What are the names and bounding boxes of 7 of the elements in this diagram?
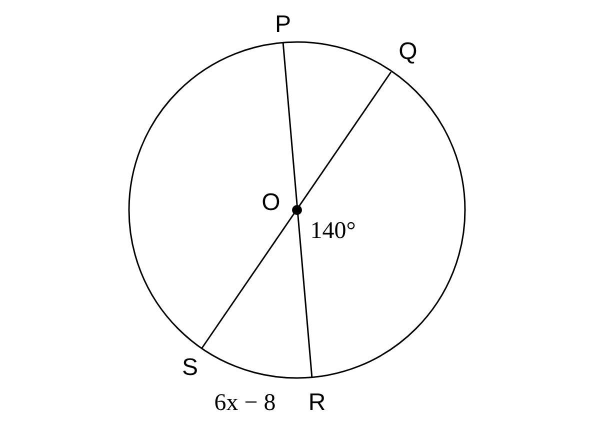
point-label: P bbox=[275, 13, 291, 37]
arc-label: 6x − 8 bbox=[214, 391, 276, 415]
point-label: S bbox=[182, 356, 198, 380]
point-label: R bbox=[308, 391, 326, 415]
point-label: O bbox=[262, 191, 280, 215]
angle-label: 140° bbox=[310, 219, 356, 243]
point-label: Q bbox=[398, 40, 418, 64]
